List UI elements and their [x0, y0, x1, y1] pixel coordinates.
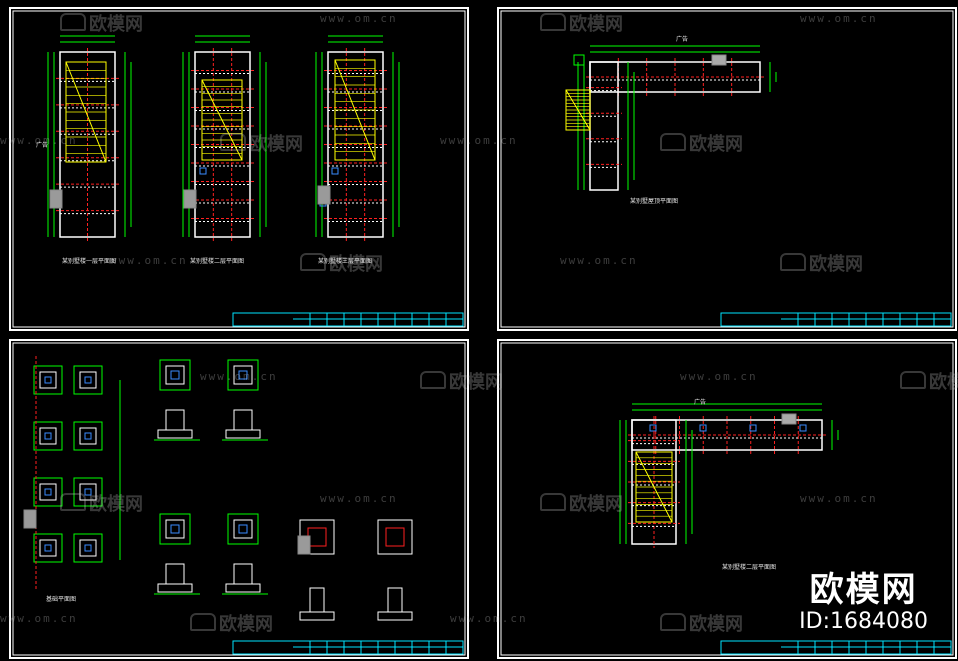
brand-title: 欧模网 [809, 570, 918, 610]
plan-label-floor2: 某别墅楼二层平面图 [190, 258, 245, 265]
footing-detail-mid [233, 519, 253, 539]
plan-label-roof: 某别墅屋顶平面图 [630, 198, 679, 205]
plan-floor2-column [199, 167, 207, 175]
footing-outer [33, 365, 63, 395]
footing-section-stem [165, 409, 185, 431]
footing-detail-outer [227, 359, 259, 391]
footing-outer [73, 477, 103, 507]
footing-column [84, 432, 92, 440]
footing-outer [73, 421, 103, 451]
roof-marker-a [573, 54, 585, 66]
footing-section-base [225, 429, 261, 439]
footing-section-base [157, 583, 193, 593]
footing-detail-mid [165, 365, 185, 385]
sheet-top-right-inner-frame [500, 10, 954, 328]
sheet-bottom-left-frame [9, 339, 469, 659]
plan-label-floor2-br: 某别墅楼二层平面图 [722, 564, 777, 571]
footing-column [44, 376, 52, 384]
grey-block-2 [183, 189, 197, 209]
sheet-top-right-frame [497, 7, 957, 331]
footing-outer [73, 533, 103, 563]
footing-outer [33, 421, 63, 451]
top-label-ad-right: 广告 [676, 36, 689, 43]
grey-block-4 [23, 509, 37, 529]
side-label-ad: 广告 [36, 142, 49, 149]
brand-badge: 欧模网 ID:1684080 [799, 571, 928, 635]
grey-block-1 [49, 189, 63, 209]
sheet-top-left-frame [9, 7, 469, 331]
plan-roof-side-stair-diag [565, 89, 591, 131]
footing-detail-mid [233, 365, 253, 385]
plan-label-floor3: 某别墅楼三层平面图 [318, 258, 373, 265]
plan-br-side-stair-diag [635, 451, 673, 523]
sheet-bottom-right-inner-frame [500, 342, 954, 656]
footing-section-base [225, 583, 261, 593]
footing-section-stem [309, 587, 325, 613]
plan-floor3-wall [327, 51, 384, 238]
footing-column [44, 544, 52, 552]
footing-column [84, 376, 92, 384]
footing-mid [39, 427, 57, 445]
plan-floor1-stair-diag [65, 61, 107, 163]
footing-column [44, 432, 52, 440]
footing-section-stem [233, 409, 253, 431]
footing-detail-mid [165, 519, 185, 539]
footing-detail-column [170, 524, 180, 534]
grey-block-3 [317, 185, 331, 205]
sheet-top-left-inner-frame [12, 10, 466, 328]
footing-outer [73, 365, 103, 395]
plan-br-top-column [749, 424, 757, 432]
footing-mid [39, 483, 57, 501]
roof-marker-b [711, 54, 727, 66]
br-marker [781, 413, 797, 425]
footing-detail-column [238, 524, 248, 534]
sheet-bottom-left-inner-frame [12, 342, 466, 656]
plan-label-floor1: 某别墅楼一层平面图 [62, 258, 117, 265]
footing-column [84, 488, 92, 496]
footing-section-base [157, 429, 193, 439]
plan-floor3-column [331, 167, 339, 175]
footing-detail-outer [227, 513, 259, 545]
plan-floor2-wall [194, 51, 251, 238]
footing-detail-large-core [385, 527, 405, 547]
footing-section-stem [165, 563, 185, 585]
footing-section-stem [233, 563, 253, 585]
plan-floor2-stair-diag [201, 79, 243, 161]
footing-outer [33, 477, 63, 507]
footing-detail-column [170, 370, 180, 380]
footing-mid [79, 371, 97, 389]
footing-mid [39, 371, 57, 389]
footing-mid [79, 483, 97, 501]
roof-triangle [565, 89, 591, 131]
footing-mid [79, 539, 97, 557]
top-label-ad-br: 广告 [694, 399, 707, 406]
plan-roof-side-wall [589, 61, 619, 191]
footing-column [44, 488, 52, 496]
footing-detail-column [238, 370, 248, 380]
footing-section-base [377, 611, 413, 621]
plan-floor1-wall [59, 51, 116, 238]
plan-label-foundation: 基础平面图 [46, 596, 77, 603]
grey-block-5 [297, 535, 311, 555]
plan-br-top-column [649, 424, 657, 432]
footing-outer [33, 533, 63, 563]
footing-detail-large [377, 519, 413, 555]
footing-mid [39, 539, 57, 557]
plan-br-top-column [699, 424, 707, 432]
footing-mid [79, 427, 97, 445]
plan-roof-top-wall [589, 61, 761, 93]
sheet-bottom-right-frame [497, 339, 957, 659]
footing-detail-outer [159, 359, 191, 391]
plan-br-top-column [799, 424, 807, 432]
footing-detail-outer [159, 513, 191, 545]
brand-id: ID:1684080 [799, 609, 928, 634]
footing-column [84, 544, 92, 552]
footing-section-stem [387, 587, 403, 613]
footing-section-base [299, 611, 335, 621]
footing-detail-large-core [307, 527, 327, 547]
plan-floor3-stair-diag [334, 59, 376, 161]
